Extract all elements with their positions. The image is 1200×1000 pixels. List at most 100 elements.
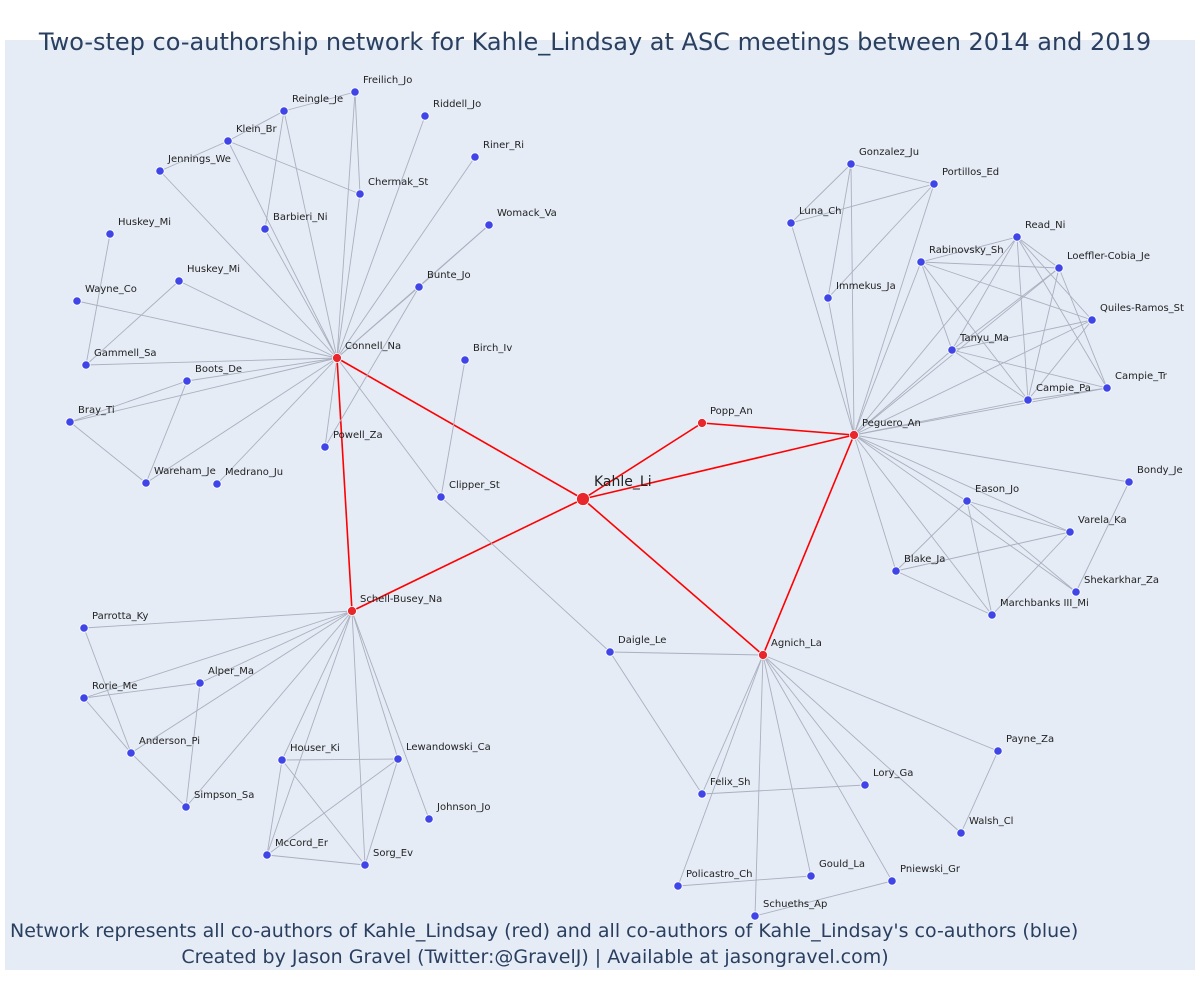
node-wareham-je[interactable] <box>141 478 151 488</box>
node-eason-jo[interactable] <box>962 496 972 506</box>
edge-schell-busey-na--anderson-pi <box>130 610 353 754</box>
node-sorg-ev[interactable] <box>360 860 370 870</box>
node-anderson-pi[interactable] <box>126 748 136 758</box>
edge-connell-na--chermak-st <box>336 193 361 359</box>
node-quiles-ramos-st[interactable] <box>1087 315 1097 325</box>
node-payne-za[interactable] <box>993 746 1003 756</box>
node-felix-sh[interactable] <box>697 789 707 799</box>
node-gammell-sa[interactable] <box>81 360 91 370</box>
node-label-gould-la: Gould_La <box>819 859 865 870</box>
node-mccord-er[interactable] <box>262 850 272 860</box>
node-rorie-me[interactable] <box>79 693 89 703</box>
node-powell-za[interactable] <box>320 442 330 452</box>
node-daigle-le[interactable] <box>605 647 615 657</box>
node-bondy-je[interactable] <box>1124 477 1134 487</box>
node-kahle-li[interactable] <box>576 492 590 506</box>
edge-rabinovsky-sh--loeffler-cobia-je <box>920 261 1060 269</box>
node-label-parrotta-ky: Parrotta_Ky <box>92 611 148 622</box>
node-peguero-an[interactable] <box>849 430 859 440</box>
edge-schell-busey-na--johnson-jo <box>351 610 430 820</box>
edge-rabinovsky-sh--campie-pa <box>920 261 1029 401</box>
edge-kahle-li--connell-na <box>336 357 584 500</box>
edge-tanyu-ma--campie-tr <box>951 349 1108 389</box>
node-label-read-ni: Read_Ni <box>1025 220 1065 231</box>
node-bray-ti[interactable] <box>65 417 75 427</box>
edge-read-ni--tanyu-ma <box>951 236 1018 351</box>
node-label-sorg-ev: Sorg_Ev <box>373 848 413 859</box>
node-immekus-ja[interactable] <box>823 293 833 303</box>
node-alper-ma[interactable] <box>195 678 205 688</box>
edge-portillos-ed--luna-ch <box>790 183 935 224</box>
edge-agnich-la--pniewski-gr <box>762 654 893 882</box>
node-label-loeffler-cobia-je: Loeffler-Cobia_Je <box>1067 251 1150 262</box>
node-simpson-sa[interactable] <box>181 802 191 812</box>
footer-line-1: Network represents all co-authors of Kah… <box>10 920 1079 942</box>
node-agnich-la[interactable] <box>758 650 768 660</box>
node-gonzalez-ju[interactable] <box>846 159 856 169</box>
node-tanyu-ma[interactable] <box>947 345 957 355</box>
edge-kahle-li--popp-an <box>582 422 703 500</box>
node-label-lewandowski-ca: Lewandowski_Ca <box>406 742 491 753</box>
edge-peguero-an--bondy-je <box>853 434 1130 483</box>
node-birch-iv[interactable] <box>460 355 470 365</box>
node-reingle-je[interactable] <box>279 106 289 116</box>
node-luna-ch[interactable] <box>786 218 796 228</box>
node-shekarkhar-za[interactable] <box>1071 587 1081 597</box>
node-huskey-mi-1[interactable] <box>105 229 115 239</box>
node-varela-ka[interactable] <box>1065 527 1075 537</box>
edge-kahle-li--schell-busey-na <box>351 498 584 612</box>
node-portillos-ed[interactable] <box>929 179 939 189</box>
node-label-birch-iv: Birch_Iv <box>473 343 512 354</box>
node-schueths-ap[interactable] <box>750 911 760 921</box>
node-bunte-jo[interactable] <box>414 282 424 292</box>
node-lory-ga[interactable] <box>860 780 870 790</box>
node-womack-va[interactable] <box>484 220 494 230</box>
node-label-clipper-st: Clipper_St <box>449 480 500 491</box>
edge-birch-iv--clipper-st <box>440 359 466 498</box>
node-campie-tr[interactable] <box>1102 383 1112 393</box>
edge-agnich-la--payne-za <box>762 654 999 752</box>
node-campie-pa[interactable] <box>1023 395 1033 405</box>
node-lewandowski-ca[interactable] <box>393 754 403 764</box>
edge-schell-busey-na--sorg-ev <box>351 610 366 866</box>
node-boots-de[interactable] <box>182 376 192 386</box>
node-connell-na[interactable] <box>332 353 342 363</box>
node-medrano-ju[interactable] <box>212 479 222 489</box>
node-klein-br[interactable] <box>223 136 233 146</box>
node-label-shekarkhar-za: Shekarkhar_Za <box>1084 575 1159 586</box>
node-policastro-ch[interactable] <box>673 881 683 891</box>
node-schell-busey-na[interactable] <box>347 606 357 616</box>
edge-klein-br--chermak-st <box>227 140 361 195</box>
node-freilich-jo[interactable] <box>350 87 360 97</box>
node-pniewski-gr[interactable] <box>887 876 897 886</box>
node-clipper-st[interactable] <box>436 492 446 502</box>
node-label-schueths-ap: Schueths_Ap <box>763 899 827 910</box>
node-jennings-we[interactable] <box>155 166 165 176</box>
node-popp-an[interactable] <box>697 418 707 428</box>
node-marchbanks-iii-mi[interactable] <box>987 610 997 620</box>
node-blake-ja[interactable] <box>891 566 901 576</box>
node-chermak-st[interactable] <box>355 189 365 199</box>
edge-houser-ki--mccord-er <box>266 759 283 856</box>
edge-peguero-an--varela-ka <box>853 434 1071 533</box>
edge-gonzalez-ju--immekus-ja <box>827 163 852 299</box>
node-walsh-cl[interactable] <box>956 828 966 838</box>
node-wayne-co[interactable] <box>72 296 82 306</box>
node-parrotta-ky[interactable] <box>79 623 89 633</box>
node-gould-la[interactable] <box>806 871 816 881</box>
node-read-ni[interactable] <box>1012 232 1022 242</box>
node-houser-ki[interactable] <box>277 755 287 765</box>
edge-peguero-an--read-ni <box>853 236 1018 436</box>
edge-alper-ma--simpson-sa <box>185 682 201 808</box>
node-barbieri-ni[interactable] <box>260 224 270 234</box>
node-huskey-mi-2[interactable] <box>174 276 184 286</box>
edge-connell-na--bunte-jo <box>336 286 420 359</box>
node-rabinovsky-sh[interactable] <box>916 257 926 267</box>
node-riner-ri[interactable] <box>470 152 480 162</box>
node-johnson-jo[interactable] <box>424 814 434 824</box>
node-label-johnson-jo: Johnson_Jo <box>436 802 490 813</box>
node-riddell-jo[interactable] <box>420 111 430 121</box>
node-loeffler-cobia-je[interactable] <box>1054 263 1064 273</box>
node-label-anderson-pi: Anderson_Pi <box>139 736 200 747</box>
